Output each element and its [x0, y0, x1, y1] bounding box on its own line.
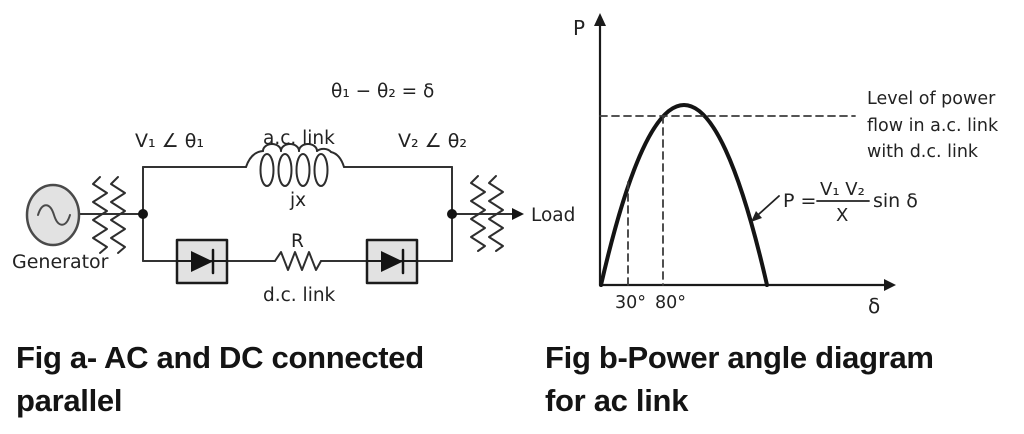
- x-axis-arrowhead: [884, 279, 896, 291]
- generator-label: Generator: [12, 251, 109, 273]
- circuit-diagram: Generator: [12, 81, 575, 306]
- tick-label-30: 30°: [615, 293, 646, 313]
- diode-icon: [191, 251, 213, 272]
- right-impedance-zigzag: [470, 175, 504, 252]
- figure-b-caption-line1: Fig b-Power angle diagram: [545, 340, 934, 375]
- converter-box-right: [365, 238, 419, 285]
- junction-dot-right: [447, 209, 457, 219]
- load-arrow: [512, 208, 524, 220]
- formula-arrow: [751, 195, 780, 222]
- power-curve: [599, 103, 769, 287]
- ac-link-inductor: [245, 143, 345, 187]
- diagram-canvas: Generator: [12, 13, 999, 318]
- dc-link-label: d.c. link: [263, 285, 336, 306]
- load-label: Load: [531, 205, 575, 226]
- formula-denominator: X: [836, 205, 848, 226]
- power-level-note: Level of power flow in a.c. link with d.…: [867, 89, 999, 162]
- formula-numerator: V₁ V₂: [820, 179, 865, 200]
- formula-suffix: sin δ: [873, 190, 918, 212]
- y-axis-label: P: [573, 16, 585, 40]
- v1-label: V₁ ∠ θ₁: [135, 130, 204, 152]
- y-axis-arrowhead: [594, 13, 606, 26]
- angle-equation-label: θ₁ − θ₂ = δ: [331, 81, 434, 102]
- power-formula: P = V₁ V₂ X sin δ: [783, 179, 918, 226]
- svg-text:with d.c. link: with d.c. link: [867, 142, 979, 162]
- junction-dot-left: [138, 209, 148, 219]
- x-axis-label: δ: [868, 294, 880, 318]
- v2-label: V₂ ∠ θ₂: [398, 130, 467, 152]
- left-impedance-zigzag: [92, 176, 126, 254]
- diode-icon: [381, 251, 403, 272]
- generator-symbol: [25, 183, 81, 247]
- power-angle-plot: P δ 30° 80° Level of power flow in a.c. …: [573, 13, 999, 318]
- jx-label: jx: [289, 190, 306, 211]
- figure-a-caption-line2: parallel: [16, 383, 123, 418]
- plot-axes: [598, 23, 886, 287]
- svg-text:flow in a.c. link: flow in a.c. link: [867, 116, 999, 136]
- resistance-label: R: [291, 231, 304, 252]
- figure-a-caption-line1: Fig a- AC and DC connected: [16, 340, 424, 375]
- tick-label-80: 80°: [655, 293, 686, 313]
- figure-a-caption: Fig a- AC and DC connected parallel: [16, 336, 486, 422]
- figure-b-caption-line2: for ac link: [545, 383, 689, 418]
- dc-link-resistor: [274, 251, 322, 271]
- dashed-lines: [599, 115, 856, 286]
- formula-lhs: P =: [783, 190, 816, 212]
- figure-b-caption: Fig b-Power angle diagram for ac link: [545, 336, 1005, 422]
- ac-sine-icon: [37, 204, 71, 226]
- svg-text:Level of power: Level of power: [867, 89, 996, 109]
- ac-link-label: a.c. link: [263, 128, 335, 149]
- converter-box-left: [175, 238, 229, 285]
